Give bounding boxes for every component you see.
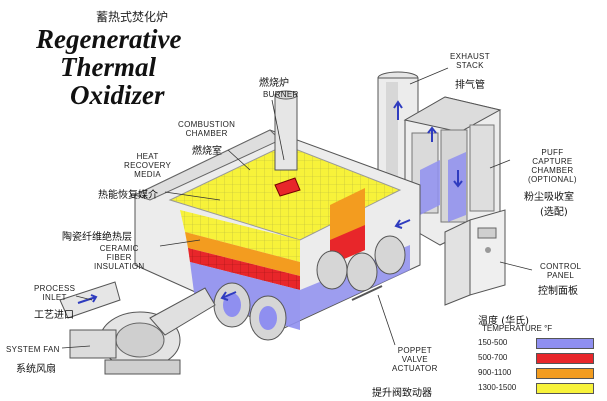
control-panel-cn: 控制面板 xyxy=(538,286,578,297)
heat-recovery-cn: 热能恢复媒介 xyxy=(98,190,158,201)
legend-title-cn: 温度 (华氏) xyxy=(478,316,529,327)
legend-row: 500-700 xyxy=(478,352,598,364)
legend-range: 500-700 xyxy=(478,353,508,362)
control-panel-label: CONTROL PANEL xyxy=(540,262,582,280)
control-panel-box xyxy=(444,209,506,306)
legend-title-en: TEMPERATURE °F xyxy=(482,324,553,333)
process-inlet-cn: 工艺进口 xyxy=(34,310,74,321)
legend-row: 150-500 xyxy=(478,337,598,349)
exhaust-stack-label: EXHAUST STACK xyxy=(450,52,490,70)
process-inlet-label: PROCESS INLET xyxy=(34,284,76,302)
heat-recovery-label: HEAT RECOVERY MEDIA xyxy=(124,152,172,179)
exhaust-stack-cn: 排气管 xyxy=(455,80,485,91)
puff-capture-cn: 粉尘吸收室 xyxy=(524,192,574,203)
legend-swatch xyxy=(536,383,594,394)
ceramic-fiber-label: CERAMIC FIBER INSULATION xyxy=(94,244,145,271)
combustion-chamber-label: COMBUSTION CHAMBER xyxy=(178,120,236,138)
poppet-valve-cn: 提升阀致动器 xyxy=(372,388,432,399)
system-fan xyxy=(69,287,216,375)
legend-row: 1300-1500 xyxy=(478,382,598,394)
title-line-2: Thermal xyxy=(60,52,157,82)
poppet-valve-label: POPPET VALVE ACTUATOR xyxy=(392,346,438,373)
legend-range: 900-1100 xyxy=(478,368,512,377)
burner-label: BURNER xyxy=(263,90,299,99)
puff-capture-label: PUFF CAPTURE CHAMBER (OPTIONAL) xyxy=(528,148,577,184)
title-line-1: Regenerative xyxy=(36,24,182,54)
burner-cn: 燃烧炉 xyxy=(259,78,289,89)
legend-swatch xyxy=(536,368,594,379)
puff-capture-chamber xyxy=(403,96,502,246)
legend-row: 900-1100 xyxy=(478,367,598,379)
legend-range: 1300-1500 xyxy=(478,383,517,392)
flow-arrows xyxy=(220,219,411,301)
process-inlet-duct xyxy=(59,281,121,319)
legend-swatch xyxy=(536,353,594,364)
combustion-chamber-cn: 燃烧室 xyxy=(192,146,222,157)
ceramic-fiber-cn: 陶瓷纤维绝热层 xyxy=(62,232,132,243)
system-fan-label: SYSTEM FAN xyxy=(6,345,60,354)
title-line-3: Oxidizer xyxy=(70,80,165,110)
title-chinese: 蓄热式焚化炉 xyxy=(96,10,169,24)
puff-capture-cn-optional: (选配) xyxy=(540,207,568,218)
legend-swatch xyxy=(536,338,594,349)
legend-range: 150-500 xyxy=(478,338,508,347)
leader-lines xyxy=(61,67,533,349)
system-fan-cn: 系统风扇 xyxy=(16,364,56,375)
